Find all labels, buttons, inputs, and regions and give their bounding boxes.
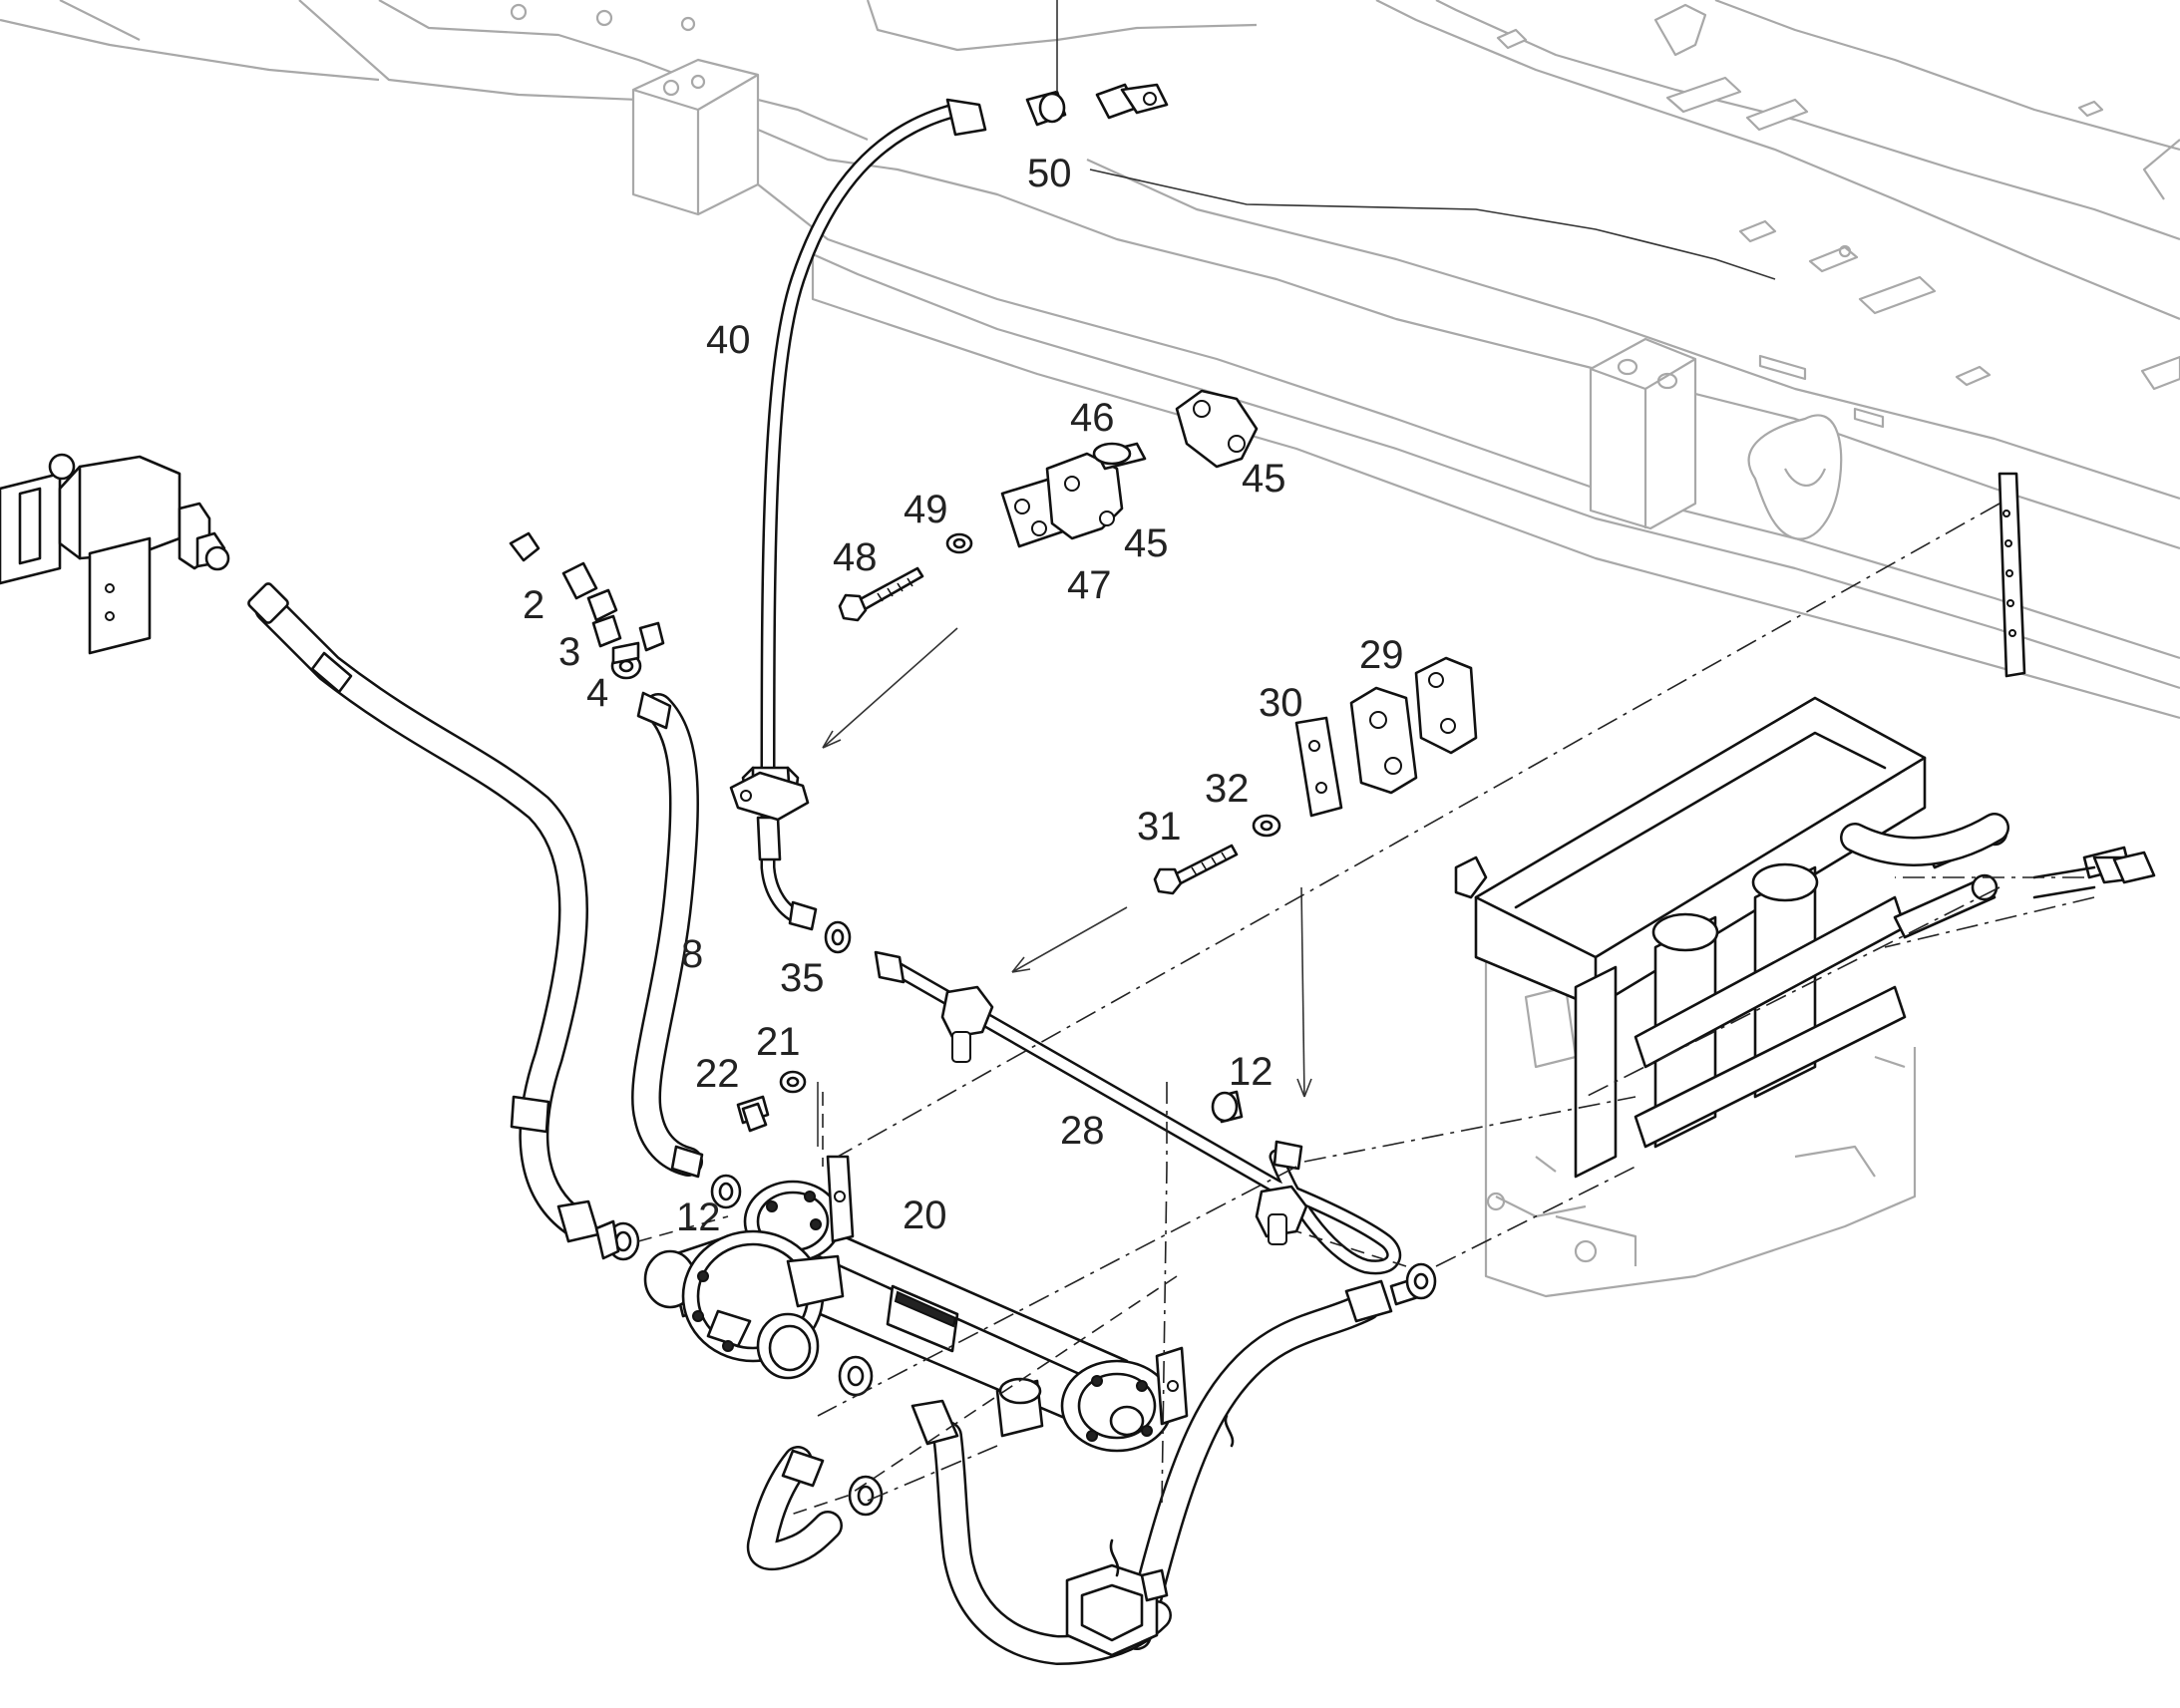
- frame-pads: [1496, 28, 2180, 429]
- callout-47: 47: [1067, 563, 1112, 607]
- hose-lower-u: [746, 1399, 1172, 1665]
- callout-21: 21: [756, 1020, 801, 1064]
- bolt-48-washer-49: [838, 532, 973, 622]
- callout-46: 46: [1070, 396, 1115, 440]
- clamp-on-hose-40: [729, 771, 810, 822]
- centerlines: [637, 503, 2095, 1517]
- fittings-2-3-4: [509, 531, 665, 680]
- callout-31: 31: [1137, 805, 1182, 849]
- callout-45-upper: 45: [1242, 457, 1286, 501]
- callouts: 50 40 46 45 49 45 48 47 2 3 4 29 30 32 3…: [523, 152, 1404, 1239]
- hose-8: [631, 691, 704, 1179]
- callout-50: 50: [1027, 152, 1072, 195]
- callout-30: 30: [1259, 681, 1303, 725]
- assembly-arrows: [817, 169, 1776, 1147]
- callout-22: 22: [695, 1052, 740, 1096]
- callout-29: 29: [1359, 633, 1404, 677]
- clamp-group-45-47: [1000, 389, 1259, 548]
- callout-45-lower: 45: [1124, 521, 1169, 565]
- mounting-strip: [1998, 472, 2026, 678]
- callout-49: 49: [904, 488, 948, 531]
- bolt-31-washer-32: [1153, 814, 1281, 895]
- callout-3: 3: [558, 630, 580, 674]
- frame-crescent-bracket: [1747, 414, 1843, 540]
- fittings-12: [594, 1174, 884, 1517]
- bolt-22-washer-21: [736, 1070, 807, 1133]
- hose-lower-right: [1122, 1276, 1423, 1650]
- frame-bracket-block-right: [1589, 337, 1697, 530]
- callout-12-right: 12: [1229, 1050, 1273, 1094]
- callout-2: 2: [523, 583, 545, 627]
- fittings-35: [824, 920, 1437, 1300]
- callout-48: 48: [833, 535, 878, 579]
- callout-28: 28: [1060, 1109, 1105, 1153]
- callout-35: 35: [780, 956, 825, 1000]
- fitting-50-group: [1025, 0, 1169, 127]
- clamp-group-29-30: [1294, 656, 1478, 818]
- callout-4: 4: [586, 671, 608, 715]
- callout-20: 20: [903, 1194, 947, 1237]
- callout-40: 40: [706, 318, 751, 362]
- callout-32: 32: [1205, 767, 1250, 811]
- right-manifold-assembly: [1454, 696, 2156, 1179]
- filter-canister: [643, 1229, 845, 1380]
- left-valve-assembly: [0, 453, 230, 655]
- hose-left-long: [247, 582, 600, 1243]
- pipe-28: [874, 950, 1402, 1275]
- callout-8: 8: [681, 932, 703, 976]
- frame-bracket-block-left: [631, 58, 760, 216]
- vehicle-frame-background: [0, 0, 2180, 1298]
- callout-12-left: 12: [676, 1196, 721, 1239]
